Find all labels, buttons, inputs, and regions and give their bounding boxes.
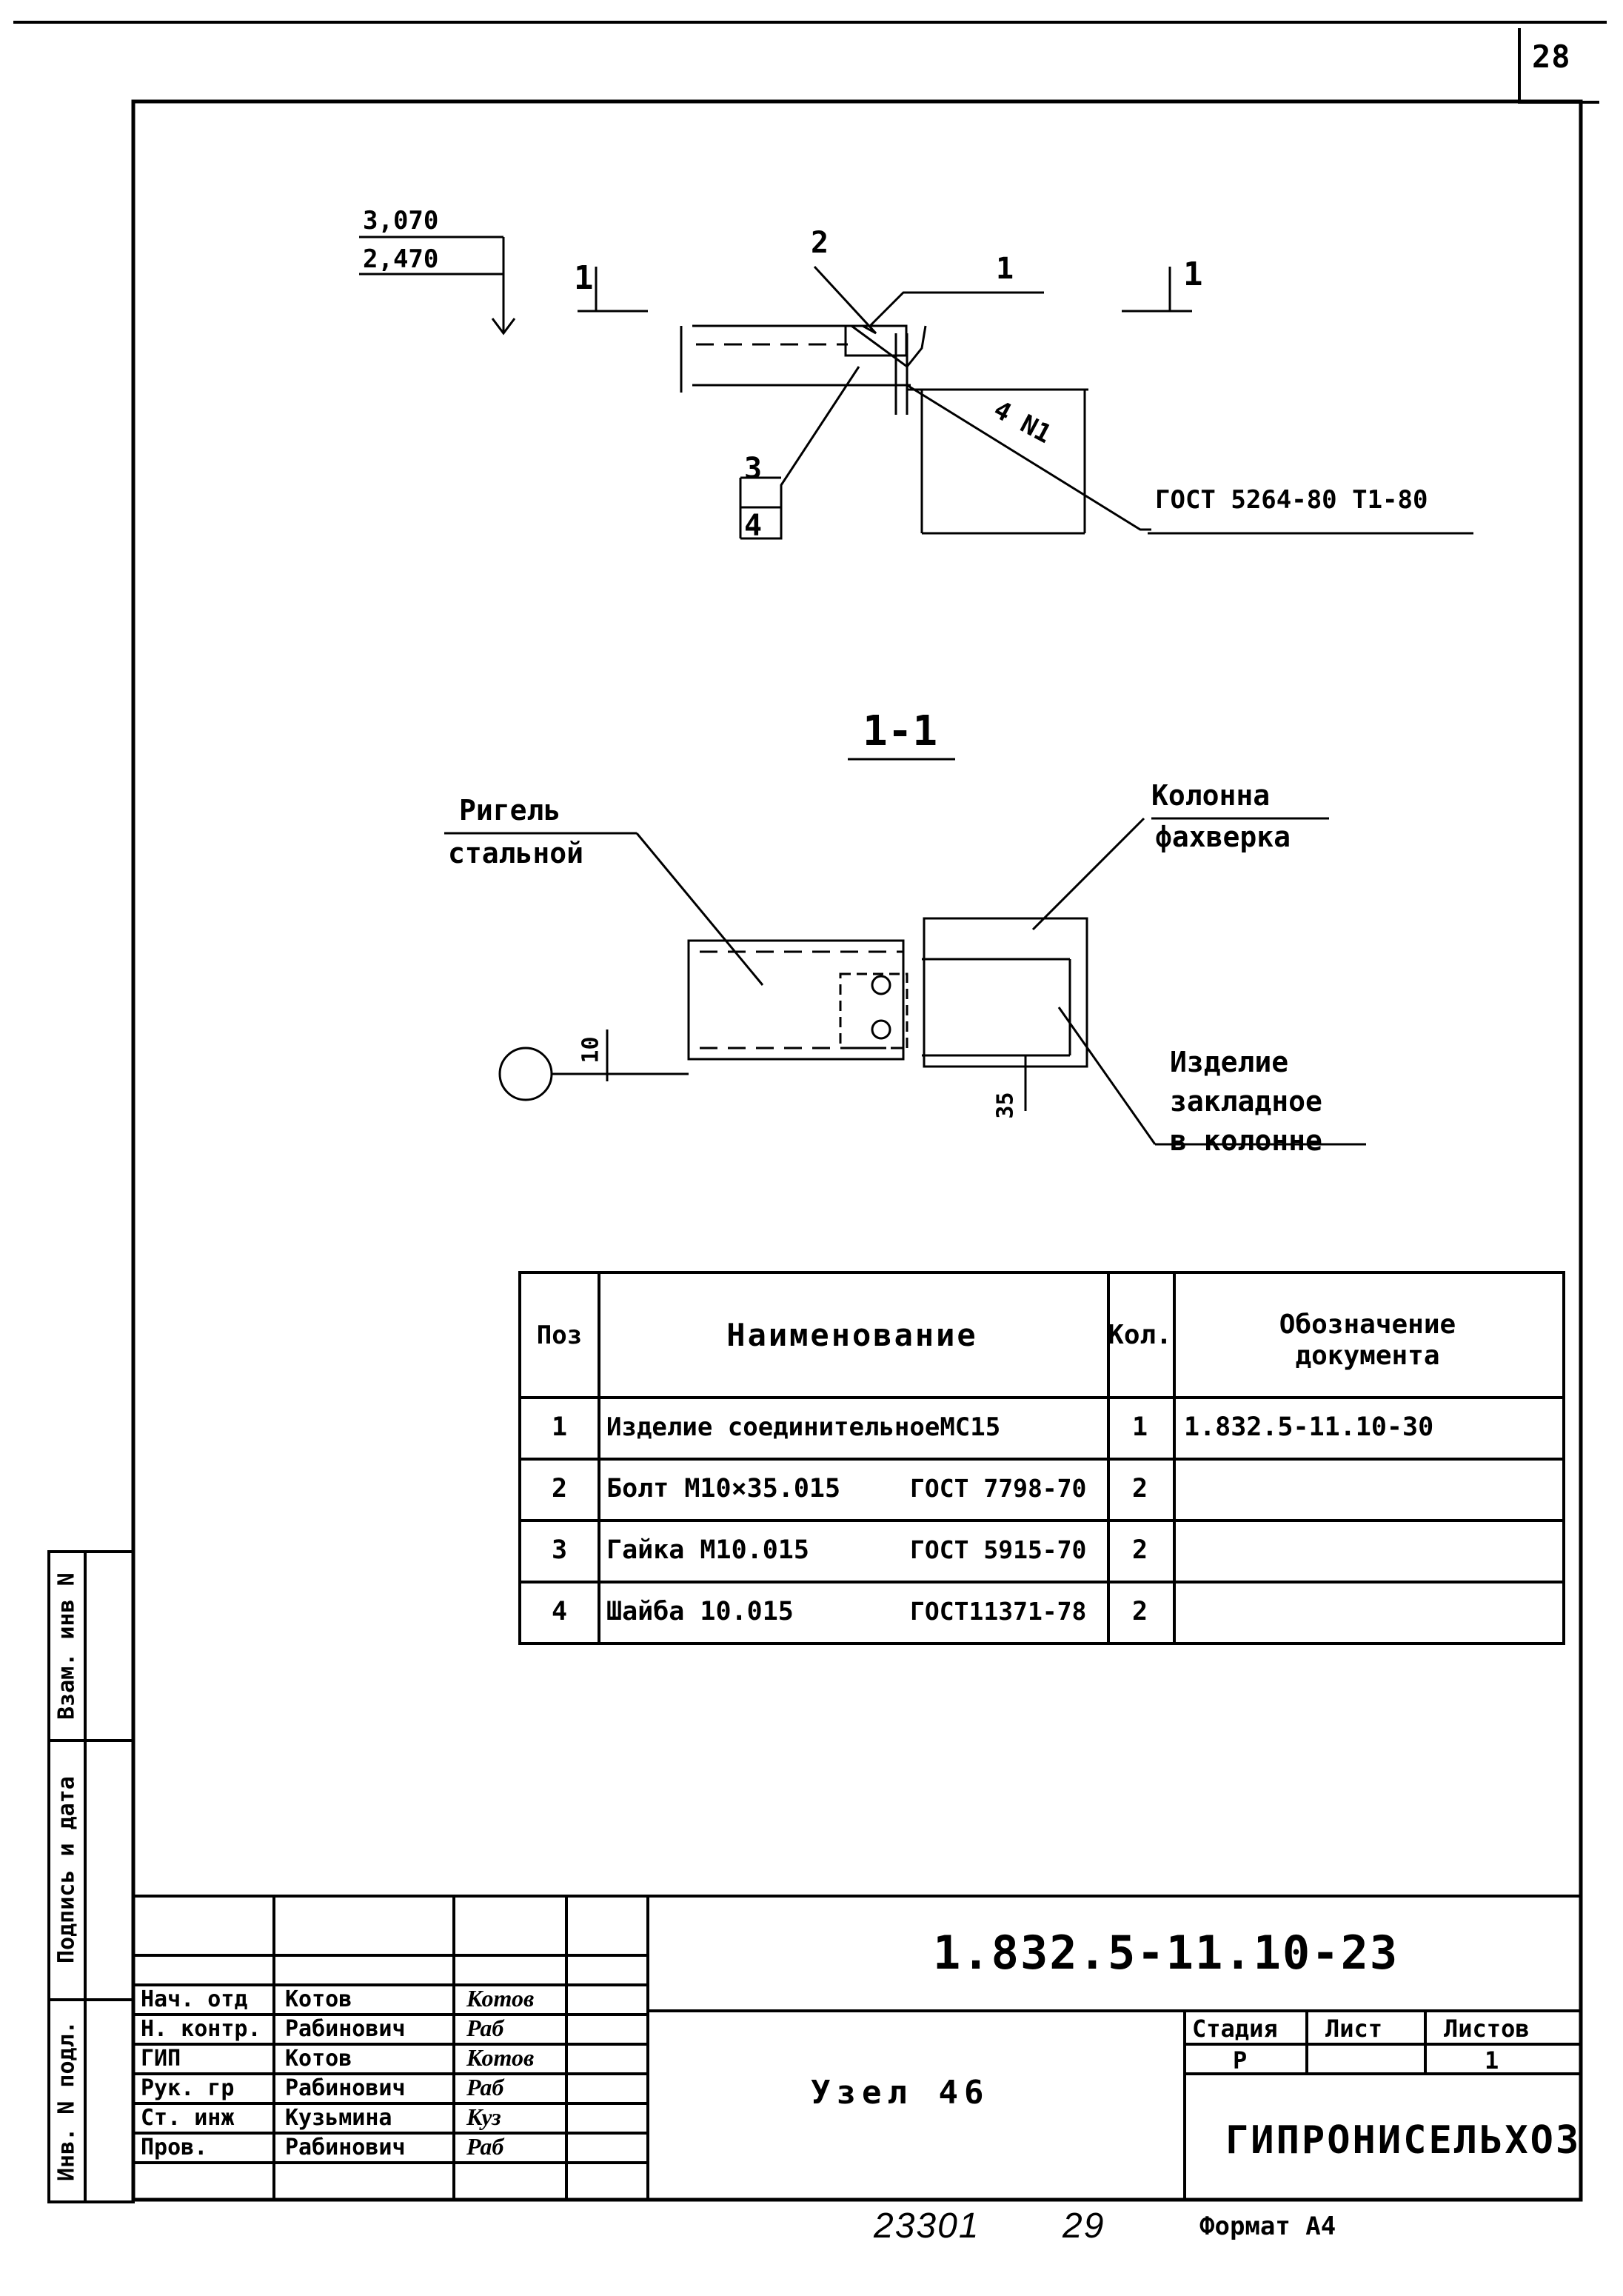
role-5: Ст. инж xyxy=(141,2105,235,2131)
organization: ГИПРОНИСЕЛЬХОЗ xyxy=(1225,2118,1582,2163)
margin-signature-date: Подпись и дата xyxy=(53,1776,80,1964)
label-embed-line1: Изделие xyxy=(1170,1046,1289,1078)
role-3: ГИП xyxy=(141,2046,181,2072)
callout-1: 1 xyxy=(996,252,1014,286)
label-embed-line2: закладное xyxy=(1170,1085,1322,1118)
name-1: Котов xyxy=(285,1986,352,2012)
signature-5: Куз xyxy=(466,2103,501,2130)
row-2-pos: 2 xyxy=(551,1473,568,1504)
section-title: 1-1 xyxy=(863,707,938,755)
signature-2: Раб xyxy=(466,2015,504,2041)
header-doc-line1: Обозначение xyxy=(1279,1309,1456,1340)
drawing-name: Узел 46 xyxy=(811,2074,990,2112)
stage-header: Стадия xyxy=(1192,2015,1278,2043)
role-4: Рук. гр xyxy=(141,2075,235,2101)
label-column-line1: Колонна xyxy=(1151,779,1271,812)
row-1-qty: 1 xyxy=(1131,1412,1148,1442)
level-upper: 3,070 xyxy=(363,206,439,236)
row-3-name: Гайка М10.015 xyxy=(606,1535,809,1565)
name-6: Рабинович xyxy=(285,2135,406,2160)
row-2-standard: ГОСТ 7798-70 xyxy=(910,1474,1087,1503)
row-3-pos: 3 xyxy=(551,1535,568,1565)
label-beam-line1: Ригель xyxy=(459,794,561,827)
section-mark-left: 1 xyxy=(574,259,594,297)
role-1: Нач. отд xyxy=(141,1986,248,2012)
row-4-standard: ГОСТ11371-78 xyxy=(910,1597,1087,1626)
row-3-standard: ГОСТ 5915-70 xyxy=(910,1535,1087,1564)
signature-1: Котов xyxy=(466,1985,535,2012)
handwritten-page: 29 xyxy=(1063,2206,1105,2246)
row-4-qty: 2 xyxy=(1131,1596,1148,1626)
sheet-header: Лист xyxy=(1325,2015,1383,2043)
row-1-pos: 1 xyxy=(551,1412,568,1442)
label-embed-line3: в колонне xyxy=(1170,1124,1322,1157)
name-3: Котов xyxy=(285,2046,352,2072)
level-lower: 2,470 xyxy=(363,244,439,274)
sheets-header: Листов xyxy=(1444,2015,1530,2043)
section-mark-right: 1 xyxy=(1183,256,1203,293)
row-1-doc: 1.832.5-11.10-30 xyxy=(1184,1412,1434,1442)
sheets-value: 1 xyxy=(1485,2046,1499,2075)
format-label: Формат А4 xyxy=(1199,2212,1336,2241)
margin-replaced-inventory: Взам. инв N xyxy=(53,1572,80,1720)
stage-value: Р xyxy=(1233,2046,1248,2075)
name-4: Рабинович xyxy=(285,2075,406,2101)
spec-table: Поз Наименование Кол. Обозначение докуме… xyxy=(518,1271,1565,1645)
name-5: Кузьмина xyxy=(285,2105,392,2131)
dim-10: 10 xyxy=(578,1036,604,1064)
label-beam-line2: стальной xyxy=(448,837,584,870)
signature-4: Раб xyxy=(466,2074,504,2100)
handwritten-number: 23301 xyxy=(874,2206,980,2246)
role-2: Н. контр. xyxy=(141,2016,261,2042)
callout-3: 3 xyxy=(744,452,763,486)
sheet-number-box xyxy=(1518,28,1599,104)
name-2: Рабинович xyxy=(285,2016,406,2042)
row-4-name: Шайба 10.015 xyxy=(606,1596,794,1626)
callout-2: 2 xyxy=(811,226,829,260)
header-qty: Кол. xyxy=(1108,1320,1172,1350)
signature-3: Котов xyxy=(466,2044,535,2071)
signature-6: Раб xyxy=(466,2133,504,2160)
row-1-name: Изделие соединительноеМС15 xyxy=(606,1412,1001,1442)
header-doc-line2: документа xyxy=(1295,1340,1440,1371)
row-3-qty: 2 xyxy=(1131,1535,1148,1565)
margin-original-inventory: Инв. N подл. xyxy=(53,2020,80,2181)
row-4-pos: 4 xyxy=(551,1596,568,1626)
row-2-name: Болт М10×35.015 xyxy=(606,1473,841,1504)
role-6: Пров. xyxy=(141,2135,208,2160)
standard-note: ГОСТ 5264-80 Т1-80 xyxy=(1155,485,1428,515)
callout-4: 4 xyxy=(744,509,763,543)
label-column-line2: фахверка xyxy=(1155,821,1291,853)
row-2-qty: 2 xyxy=(1131,1473,1148,1504)
dim-35: 35 xyxy=(992,1092,1019,1119)
header-pos: Поз xyxy=(536,1320,583,1350)
header-name: Наименование xyxy=(726,1317,978,1353)
document-code: 1.832.5-11.10-23 xyxy=(933,1926,1399,1980)
sheet-number: 28 xyxy=(1532,39,1571,75)
